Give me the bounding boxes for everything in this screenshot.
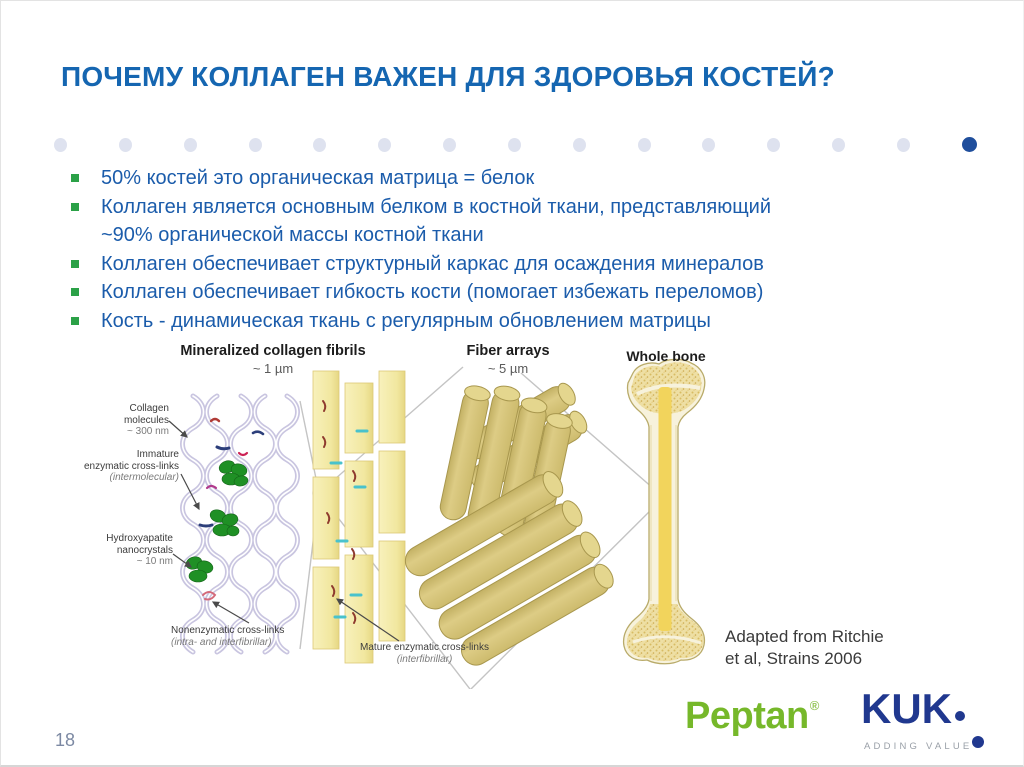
bullet-text: Коллаген обеспечивает структурный каркас…: [101, 252, 764, 275]
section-scale: ~ 5 µm: [487, 361, 529, 376]
divider-dot: [443, 137, 457, 152]
bullet-item: 50% костей это органическая матрица = бе…: [71, 164, 911, 193]
bullet-marker-icon: [71, 316, 79, 325]
diagram-section-fibrils: Mineralized collagen fibrils ~ 1 µm: [133, 343, 413, 376]
divider-dot: [378, 137, 392, 152]
bullet-item: Кость - динамическая ткань с регулярным …: [71, 307, 911, 336]
page-number: 18: [55, 730, 76, 750]
diagram-section-fiber-arrays: Fiber arrays ~ 5 µm: [413, 343, 603, 376]
bullet-marker-icon: [71, 174, 79, 182]
kuk-tagline: ADDING VALUE: [864, 741, 973, 752]
slide-title: ПОЧЕМУ КОЛЛАГЕН ВАЖЕН ДЛЯ ЗДОРОВЬЯ КОСТЕ…: [61, 61, 835, 92]
bullet-item: Коллаген обеспечивает гибкость кости (по…: [71, 278, 911, 307]
bullet-text: Коллаген является основным белком в кост…: [101, 195, 772, 247]
diagram-credit: Adapted from Ritchie et al, Strains 2006: [725, 627, 884, 668]
section-label: Mineralized collagen fibrils: [180, 343, 366, 359]
annotation-mature-crosslinks: Mature enzymatic cross-links (interfibri…: [360, 642, 489, 665]
divider-dot: [572, 137, 586, 152]
annotation-hydroxyapatite: Hydroxyapatite nanocrystals ~ 10 nm: [106, 533, 173, 567]
bullet-list: 50% костей это органическая матрица = бе…: [71, 164, 911, 335]
bullet-item: Коллаген является основным белком в кост…: [71, 193, 911, 250]
diagram-section-whole-bone: Whole bone: [606, 348, 726, 364]
divider-dots: [54, 136, 977, 153]
section-label: Fiber arrays: [466, 343, 550, 359]
kuk-logo-dot-icon: [955, 711, 965, 721]
divider-dot: [702, 137, 716, 152]
divider-dot: [248, 137, 262, 152]
registered-mark-icon: ®: [809, 698, 820, 713]
divider-dot: [637, 137, 651, 152]
kuk-logo: KUK: [861, 685, 965, 733]
annotation-nonenzymatic-crosslinks: Nonenzymatic cross-links (intra- and int…: [171, 625, 285, 648]
bullet-text: Коллаген обеспечивает гибкость кости (по…: [101, 281, 764, 303]
bullet-marker-icon: [71, 259, 79, 268]
section-scale: ~ 1 µm: [252, 361, 294, 376]
annotation-immature-crosslinks: Immature enzymatic cross-links (intermol…: [83, 449, 179, 483]
peptan-logo: Peptan®: [685, 695, 820, 737]
divider-dot: [832, 137, 846, 152]
kuk-tagline-dot-icon: [972, 736, 984, 748]
divider-dot: [507, 137, 521, 152]
annotation-collagen-molecules: Collagen molecules ~ 300 nm: [123, 403, 169, 437]
diagram-illustration: [168, 358, 706, 689]
section-label: Whole bone: [626, 348, 706, 364]
bullet-item: Коллаген обеспечивает структурный каркас…: [71, 250, 911, 279]
bullet-text: Кость - динамическая ткань с регулярным …: [101, 309, 711, 332]
bullet-text: 50% костей это органическая матрица = бе…: [101, 167, 535, 189]
divider-dot: [183, 137, 197, 152]
divider-dot: [118, 137, 132, 152]
divider-dot: [313, 137, 327, 152]
divider-dot: [54, 137, 67, 152]
divider-dot: [896, 137, 910, 152]
bullet-marker-icon: [71, 288, 79, 296]
bullet-marker-icon: [71, 202, 79, 211]
divider-dot-active: [961, 137, 977, 152]
divider-dot: [767, 137, 781, 152]
